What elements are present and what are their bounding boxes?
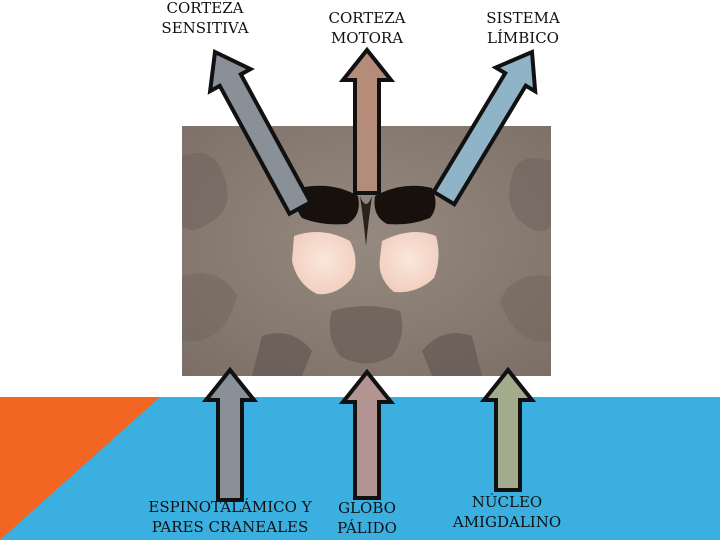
label-espinotalamico: ESPINOTALÁMICO Y PARES CRANEALES <box>135 497 325 537</box>
label-corteza-motora: CORTEZA MOTORA <box>302 8 432 48</box>
label-sistema-limbico: SISTEMA LÍMBICO <box>458 8 588 48</box>
arrow-to-sistema-limbico <box>434 52 535 204</box>
arrow-from-nucleo-amigdalino <box>484 370 532 490</box>
arrow-from-espinotalamico <box>206 370 254 500</box>
arrow-to-corteza-sensitiva <box>210 52 310 214</box>
arrow-from-globo-palido <box>343 372 391 498</box>
label-nucleo-amigdalino: NÚCLEO AMIGDALINO <box>437 492 577 532</box>
label-globo-palido: GLOBO PÁLIDO <box>312 498 422 538</box>
label-corteza-sensitiva: CORTEZA SENSITIVA <box>140 0 270 38</box>
arrow-to-corteza-motora <box>343 50 391 193</box>
